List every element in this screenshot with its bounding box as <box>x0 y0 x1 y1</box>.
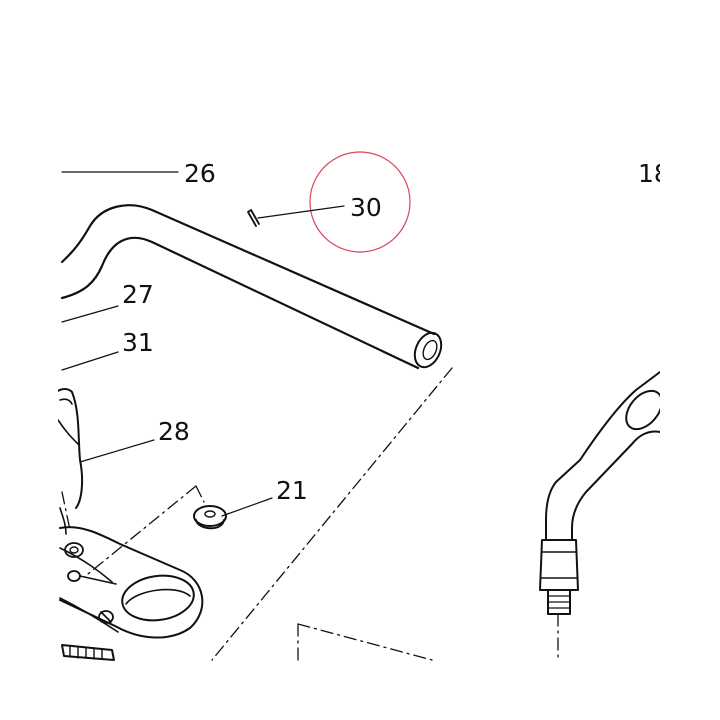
assembly-centre-lines <box>61 367 559 661</box>
part-21-grommet <box>193 505 227 530</box>
crop-mask-left <box>0 0 58 720</box>
highlight-circle-30 <box>309 151 411 253</box>
callout-27: 27 <box>122 280 154 309</box>
part-18-pipe-fitting <box>539 371 663 615</box>
callout-30: 30 <box>350 193 382 222</box>
part-26-bent-tube <box>60 204 443 370</box>
part-28-bracket <box>55 388 84 535</box>
callout-31: 31 <box>122 328 154 357</box>
part-30-pin <box>247 209 260 227</box>
crop-mask-bottom <box>0 662 720 720</box>
leader-lines <box>61 171 345 517</box>
part-clamp-arm <box>59 526 204 639</box>
part-screw <box>61 644 115 661</box>
callout-28: 28 <box>158 417 190 446</box>
callout-26: 26 <box>184 159 216 188</box>
crop-mask-right <box>660 0 720 720</box>
callout-21: 21 <box>276 476 308 505</box>
